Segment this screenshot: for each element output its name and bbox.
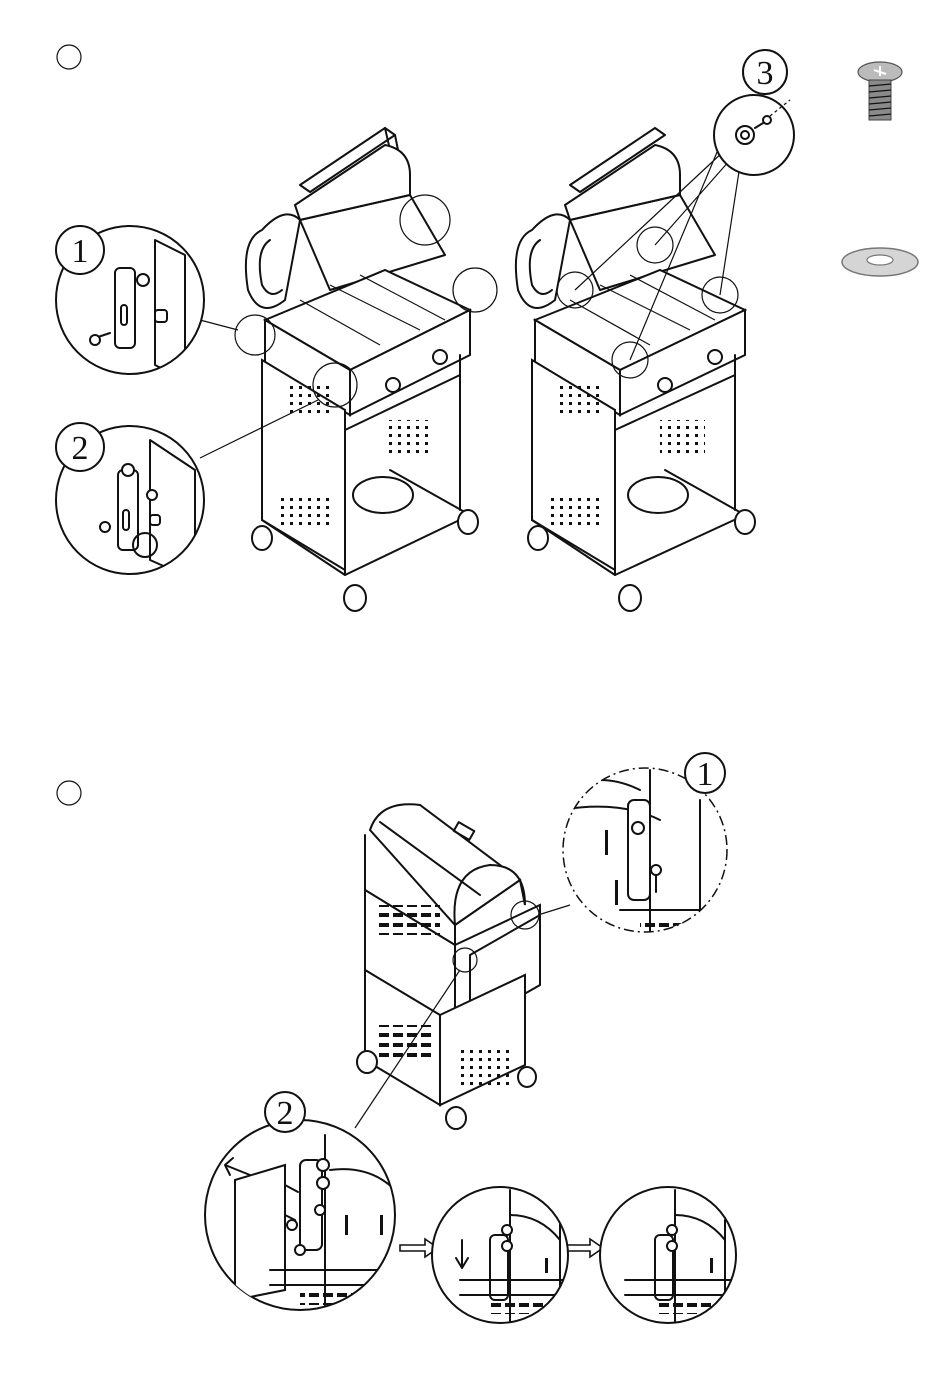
step-a-marker	[57, 45, 81, 69]
grill-left-open	[235, 128, 497, 611]
detail-circle-top-3: 3	[714, 50, 794, 175]
callout-top-2-label: 2	[72, 430, 89, 467]
grill-closed	[357, 804, 540, 1129]
callout-top-1-badge: 1	[56, 226, 104, 274]
step-b-marker	[57, 781, 81, 805]
callout-top-1-label: 1	[72, 233, 89, 270]
callout-top-3-badge: 3	[743, 50, 787, 94]
next-arrow-icon	[565, 1239, 603, 1257]
detail-circle-top-2: 2	[56, 423, 204, 580]
callout-top-3-label: 3	[757, 55, 774, 92]
washer-icon	[842, 248, 918, 276]
detail-circle-bottom-2: 2	[205, 1092, 400, 1320]
callout-bottom-2-badge: 2	[265, 1092, 305, 1132]
callout-bottom-2-label: 2	[277, 1095, 294, 1132]
detail-circle-bottom-1: 1	[560, 753, 727, 950]
callout-top-2-badge: 2	[56, 423, 104, 471]
detail-circle-bottom-4	[600, 1187, 736, 1330]
detail-circle-top-1: 1	[56, 226, 204, 380]
grill-right-open	[516, 128, 755, 611]
callout-bottom-1-badge: 1	[685, 753, 725, 793]
detail-circle-bottom-3	[432, 1187, 570, 1330]
bolt-icon	[858, 62, 902, 120]
callout-bottom-1-label: 1	[697, 756, 714, 793]
